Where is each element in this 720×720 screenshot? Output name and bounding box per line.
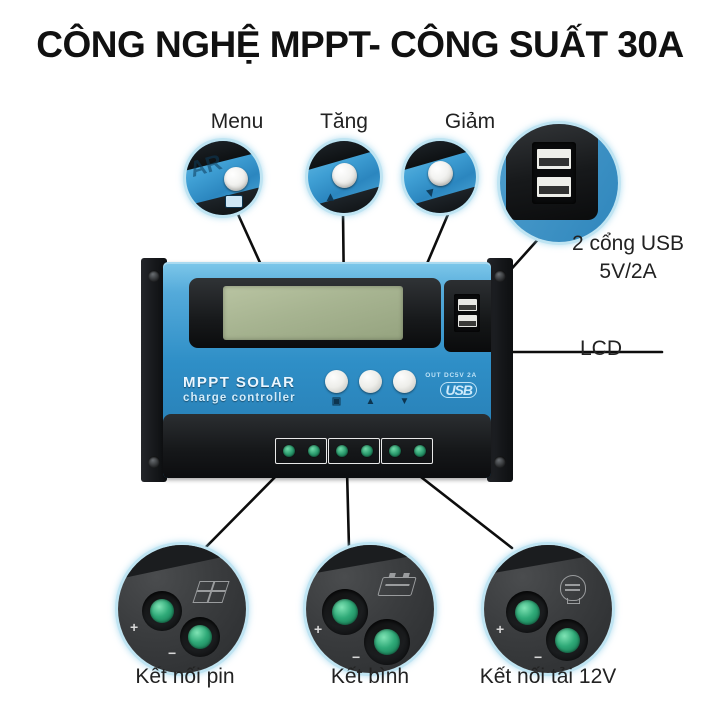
light-bulb-icon	[560, 575, 586, 604]
plus-sign: +	[314, 621, 323, 637]
bottom-callout-label-load: Kết nối tải 12V	[479, 665, 617, 688]
bubble-button-down[interactable]	[428, 161, 453, 186]
usb-callout-line1: 2 cổng USB	[571, 232, 685, 255]
zoom-bubble-menu: AR	[186, 141, 260, 215]
terminal-group-load[interactable]	[381, 438, 433, 464]
menu-button-icon: ▣	[331, 396, 342, 407]
zoom-bubble-up: ▲	[308, 141, 380, 213]
terminal-screw[interactable]	[188, 625, 212, 649]
terminal-screw[interactable]	[514, 599, 540, 625]
brand-line-2: charge controller	[183, 392, 296, 404]
device-body: MPPT SOLAR charge controller OUT DC5V 2A…	[163, 262, 491, 478]
device-button-up[interactable]	[359, 370, 382, 393]
mounting-bracket-left	[141, 258, 167, 482]
device-usb-port[interactable]	[454, 294, 480, 332]
terminal-screw[interactable]	[282, 445, 295, 457]
zoom-bubble-load-terminal: + −	[484, 545, 612, 673]
terminal-screw[interactable]	[413, 445, 426, 457]
terminal-group-solar[interactable]	[275, 438, 327, 464]
bubble-button-menu[interactable]	[224, 167, 248, 191]
menu-button-icon	[225, 195, 243, 208]
brand-line-1: MPPT SOLAR	[183, 374, 296, 391]
terminal-positive[interactable]	[142, 591, 182, 631]
usb-output-text: OUT DC5V 2A	[425, 372, 477, 379]
terminal-negative[interactable]	[546, 619, 588, 661]
battery-icon	[377, 573, 417, 596]
usb-slot	[457, 315, 477, 328]
dual-usb-port-icon	[532, 142, 576, 204]
terminal-positive[interactable]	[322, 589, 368, 635]
zoom-bubble-usb	[500, 124, 618, 242]
callout-label-tang: Tăng	[320, 110, 368, 133]
up-arrow-icon: ▲	[324, 189, 337, 204]
down-arrow-icon: ▼	[399, 396, 410, 407]
terminal-screw[interactable]	[150, 599, 174, 623]
bubble-button-up[interactable]	[332, 163, 357, 188]
up-arrow-icon: ▲	[365, 396, 376, 407]
terminal-negative[interactable]	[364, 619, 410, 665]
plus-sign: +	[496, 621, 505, 637]
minus-sign: −	[534, 649, 543, 665]
mounting-hole	[494, 270, 506, 282]
device-usb-housing	[444, 280, 491, 352]
terminal-block	[163, 414, 491, 478]
usb-slot	[457, 298, 477, 311]
charge-controller-device: MPPT SOLAR charge controller OUT DC5V 2A…	[141, 258, 513, 482]
lcd-callout-label: LCD	[580, 337, 623, 360]
page-title: CÔNG NGHỆ MPPT- CÔNG SUẤT 30A	[36, 24, 684, 65]
minus-sign: −	[168, 645, 177, 661]
device-button-down[interactable]	[393, 370, 416, 393]
terminal-screw[interactable]	[388, 445, 401, 457]
device-button-menu[interactable]	[325, 370, 348, 393]
zoom-bubble-solar-terminal: + −	[118, 545, 246, 673]
plus-sign: +	[130, 619, 139, 635]
terminal-negative[interactable]	[180, 617, 220, 657]
terminal-screw[interactable]	[374, 629, 400, 655]
zoom-bubble-battery-terminal: + −	[306, 545, 434, 673]
terminal-positive[interactable]	[506, 591, 548, 633]
bottom-callout-label-solar: Kết nối pin	[135, 665, 235, 688]
usb-logo-icon: USB	[440, 382, 477, 398]
terminal-screw[interactable]	[307, 445, 320, 457]
mounting-hole	[494, 456, 506, 468]
mounting-hole	[148, 456, 160, 468]
terminal-group-battery[interactable]	[328, 438, 380, 464]
mounting-hole	[148, 270, 160, 282]
terminal-screw[interactable]	[554, 627, 580, 653]
terminal-screw[interactable]	[360, 445, 373, 457]
callout-label-giam: Giảm	[444, 110, 496, 133]
usb-callout-line2: 5V/2A	[599, 260, 657, 283]
terminal-screw[interactable]	[335, 445, 348, 457]
lcd-bezel	[189, 278, 441, 348]
terminal-screw[interactable]	[332, 599, 358, 625]
lcd-screen	[223, 286, 403, 340]
zoom-bubble-down: ▼	[404, 141, 476, 213]
callout-label-menu: Menu	[210, 110, 264, 133]
mounting-bracket-right	[487, 258, 513, 482]
minus-sign: −	[352, 649, 361, 665]
bottom-callout-label-battery: Kết bình	[330, 665, 410, 688]
